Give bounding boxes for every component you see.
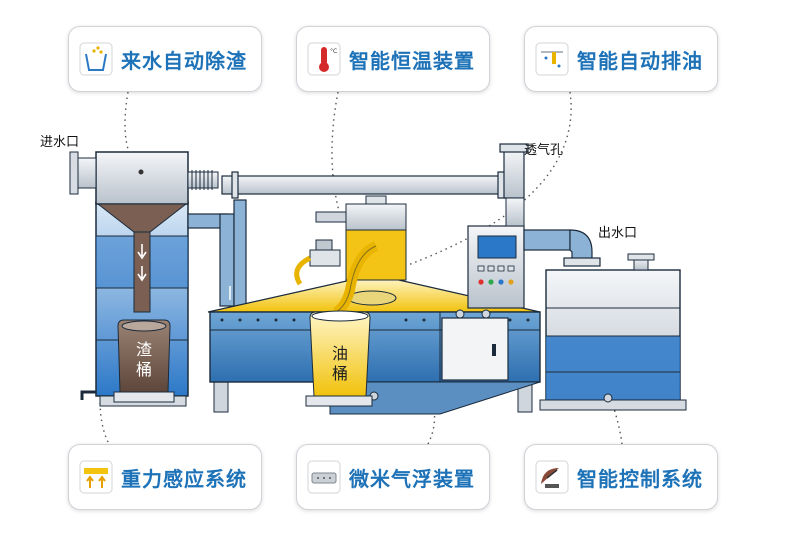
oil-bucket-label: 油桶 [331,344,348,383]
feature-smart-thermostat: °C 智能恒温装置 [296,26,490,92]
radar-dish-icon [535,460,569,494]
transfer-pipes [187,199,247,307]
feature-label: 智能控制系统 [577,466,703,491]
feature-label: 来水自动除渣 [121,48,247,73]
feature-label: 智能自动排油 [577,48,703,73]
gravity-sensor-icon [79,460,113,494]
feature-micro-air-flotation: 微米气浮装置 [296,444,490,510]
outlet-label: 出水口 [598,226,638,241]
svg-text:°C: °C [330,48,337,55]
feature-label: 重力感应系统 [121,466,247,491]
slag-bucket-label: 渣桶 [135,340,152,379]
separator-tank [207,277,541,415]
heater-unit [294,195,407,317]
feature-auto-oil-drain: 智能自动排油 [524,26,718,92]
feature-label: 智能恒温装置 [349,48,475,73]
air-flotation-icon [307,460,341,494]
vent-label: 透气孔 [524,143,564,158]
feature-smart-control: 智能控制系统 [524,444,718,510]
feature-gravity-sensing: 重力感应系统 [68,444,262,510]
outlet-pipe [523,229,601,267]
control-cabinet [467,197,525,309]
top-pipe [221,143,529,199]
inlet-label: 进水口 [40,135,80,150]
funnel-icon [79,42,113,76]
screening-tank [69,151,219,407]
thermometer-icon: °C [307,42,341,76]
feature-label: 微米气浮装置 [349,466,475,491]
oil-drain-icon [535,42,569,76]
oil-bucket [305,310,373,407]
feature-auto-slag-removal: 来水自动除渣 [68,26,262,92]
clean-water-tank [539,253,687,411]
